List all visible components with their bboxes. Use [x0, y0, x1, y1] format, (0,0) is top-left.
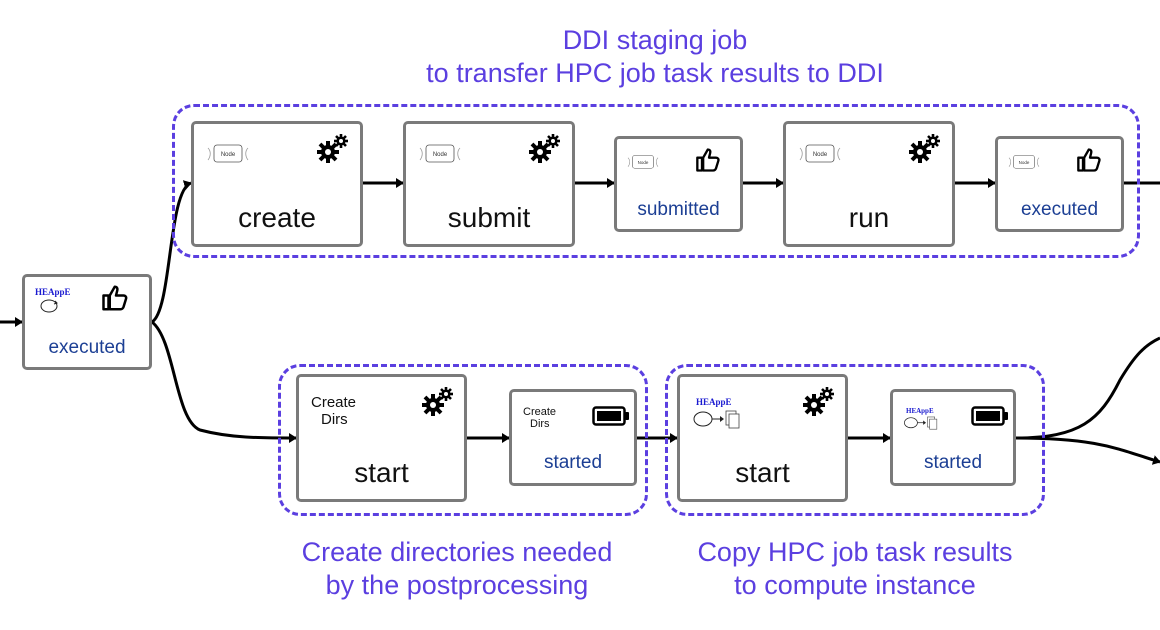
node-type-icon: Node: [419, 144, 461, 163]
ddi-staging-group[interactable]: [172, 104, 1140, 258]
heappe-executed-node[interactable]: HEAppE executed: [22, 274, 152, 370]
dirs-icon-text-line1: Create: [523, 406, 557, 418]
node-operation-label: submit: [447, 202, 531, 233]
gears-icon: [909, 134, 940, 163]
node-type-icon: Node: [207, 144, 249, 163]
node-operation-label: start: [735, 457, 790, 488]
node-icon-text: Node: [1019, 160, 1030, 165]
edge-executed-to-dirs: [150, 320, 297, 443]
ddi-submitted-node[interactable]: Node submitted: [614, 136, 743, 232]
node-operation-label: run: [848, 202, 890, 233]
ddi-caption-line1: DDI staging job: [562, 25, 748, 55]
gears-icon: [317, 134, 348, 163]
heappe-transfer-icon: [693, 410, 740, 429]
dirs-icon-text: Create Dirs: [311, 394, 357, 428]
heappe-cycle-icon: [40, 299, 58, 313]
dirs-icon-text: Create Dirs: [523, 406, 556, 430]
node-operation-label: create: [238, 202, 316, 233]
node-state-label: started: [543, 452, 603, 473]
copy-start-node[interactable]: HEAppE start: [677, 374, 848, 502]
node-state-label: started: [923, 452, 983, 473]
gears-icon: [529, 134, 560, 163]
ddi-caption-line2: to transfer HPC job task results to DDI: [426, 58, 884, 88]
dirs-caption-line1: Create directories needed: [301, 537, 613, 567]
dirs-icon-text-line2: Dirs: [321, 410, 348, 428]
ddi-run-node[interactable]: Node run: [783, 121, 955, 247]
battery-full-icon: [971, 406, 1008, 426]
copy-caption-line2: to compute instance: [734, 570, 976, 600]
gears-icon: [422, 387, 453, 416]
node-icon-text: Node: [221, 152, 236, 158]
battery-full-icon: [592, 406, 629, 426]
ddi-submit-node[interactable]: Node submit: [403, 121, 575, 247]
edge-copy-out-up: [1015, 336, 1160, 440]
dirs-start-node[interactable]: Create Dirs start: [296, 374, 467, 502]
dirs-icon-text-line2: Dirs: [530, 418, 550, 431]
node-icon-text: Node: [433, 152, 448, 158]
edge-executed-to-create: [150, 180, 192, 324]
node-state-label: executed: [48, 337, 126, 358]
heappe-transfer-icon: [904, 416, 938, 430]
copy-started-node[interactable]: HEAppE started: [890, 389, 1016, 486]
node-operation-label: start: [354, 457, 409, 488]
node-icon-text: Node: [813, 152, 828, 158]
dirs-group-caption: Create directories needed by the postpro…: [262, 536, 652, 602]
node-type-icon: Node: [799, 144, 841, 163]
ddi-executed-node[interactable]: Node executed: [995, 136, 1124, 232]
node-state-label: submitted: [637, 199, 720, 220]
heappe-logo-text: HEAppE: [696, 397, 732, 407]
create-dirs-group[interactable]: [278, 364, 648, 516]
node-type-icon: Node: [627, 155, 659, 169]
dirs-caption-line2: by the postprocessing: [325, 570, 589, 600]
node-state-label: executed: [1020, 199, 1099, 220]
node-type-icon: Node: [1008, 155, 1040, 169]
thumbs-up-icon: [1077, 148, 1101, 172]
copy-group-caption: Copy HPC job task results to compute ins…: [660, 536, 1050, 602]
ddi-create-node[interactable]: Node create: [191, 121, 363, 247]
heappe-logo-text: HEAppE: [35, 287, 71, 297]
node-icon-text: Node: [638, 160, 649, 165]
heappe-logo-text: HEAppE: [906, 407, 934, 415]
ddi-group-caption: DDI staging job to transfer HPC job task…: [330, 24, 980, 90]
copy-caption-line1: Copy HPC job task results: [697, 537, 1013, 567]
dirs-icon-text-line1: Create: [311, 394, 357, 411]
gears-icon: [803, 387, 834, 416]
dirs-started-node[interactable]: Create Dirs started: [509, 389, 637, 486]
thumbs-up-icon: [696, 148, 720, 172]
thumbs-up-icon: [102, 285, 128, 311]
copy-results-group[interactable]: [665, 364, 1045, 516]
